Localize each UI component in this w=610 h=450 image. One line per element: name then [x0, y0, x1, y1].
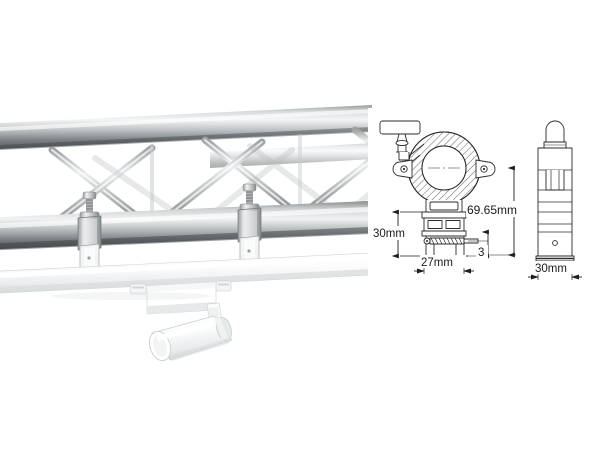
truss-rear-chord [210, 143, 372, 168]
dimension-width-27mm-label: 27mm [421, 257, 453, 269]
clamp-ring [407, 131, 481, 205]
dimension-height-30mm: 30mm [372, 209, 422, 259]
clamp-lug-left [392, 159, 413, 179]
dimension-total-height-69-65mm: 69.65mm [466, 165, 520, 258]
side-cap [543, 120, 567, 149]
clamp-technical-drawing: 30mm 27mm 3 [368, 108, 610, 288]
track-rail [0, 252, 372, 294]
truss-top-chord [0, 104, 372, 151]
dimension-height-30mm-label: 30mm [373, 228, 405, 240]
dimension-side-width-30mm-label: 30mm [535, 263, 567, 275]
front-view [379, 120, 496, 257]
spotlight-head [149, 315, 233, 362]
truss-mounted-track-light-photo [0, 88, 372, 368]
dimension-gap-3-label: 3 [478, 247, 484, 259]
side-base-plate [535, 255, 575, 262]
clamp-lug-right [475, 159, 496, 179]
dimension-width-27mm: 27mm [414, 255, 474, 274]
dimension-total-height-69-65mm-label: 69.65mm [467, 203, 517, 217]
side-notch [538, 170, 572, 191]
track-adapter [129, 280, 232, 315]
side-hole [552, 240, 558, 246]
front-view-dimensions: 30mm 27mm 3 [372, 165, 520, 274]
wing-handle [379, 120, 421, 153]
dimension-gap-3: 3 [468, 229, 490, 259]
dimension-side-width-30mm: 30mm [528, 261, 582, 280]
